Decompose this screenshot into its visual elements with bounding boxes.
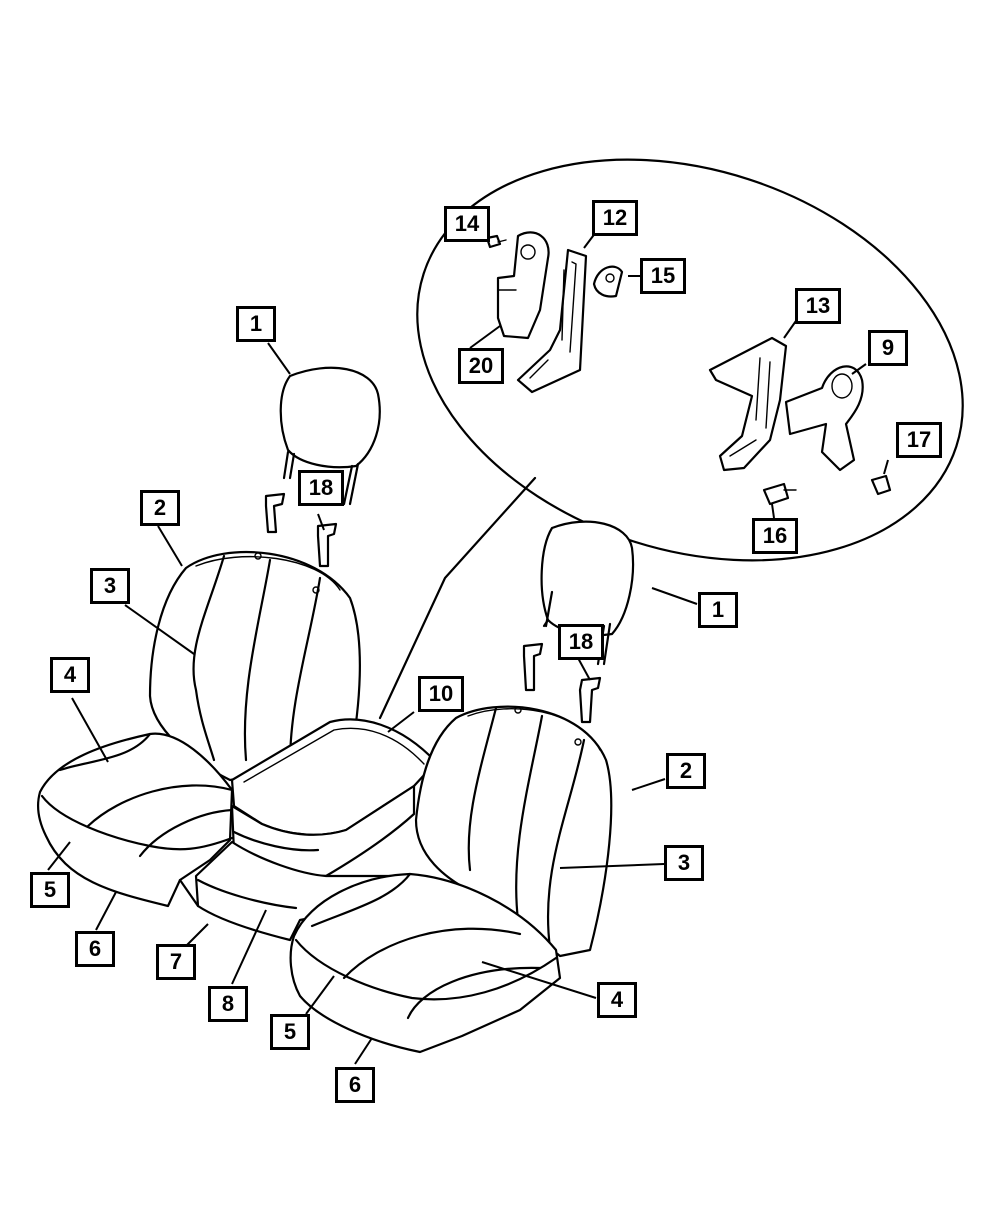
callout-3-right: 3 [664,845,704,881]
callout-15: 15 [640,258,686,294]
detail-hinge-9 [784,365,864,472]
callout-1-left: 1 [236,306,276,342]
callout-2-left: 2 [140,490,180,526]
right-seat-cushion [289,872,562,1054]
callout-14: 14 [444,206,490,242]
detail-bolt-16 [762,482,797,506]
callout-13: 13 [795,288,841,324]
detail-bolt-17 [870,474,892,496]
callout-18-left: 18 [298,470,344,506]
callout-5-right: 5 [270,1014,310,1050]
callout-1-right: 1 [698,592,738,628]
callout-8: 8 [208,986,248,1022]
detail-hinge-cover-20 [496,231,550,340]
callout-2-right: 2 [666,753,706,789]
left-headrest-guides-18 [264,492,338,568]
left-headrest [279,366,381,506]
callout-6-left: 6 [75,931,115,967]
callout-6-right: 6 [335,1067,375,1103]
detail-cap-15 [592,265,624,298]
detail-screw-14 [485,234,507,249]
left-seat-cushion [36,732,234,908]
callout-16: 16 [752,518,798,554]
right-headrest-guides-18 [522,642,602,724]
left-seat-back [148,550,361,782]
callout-9: 9 [868,330,908,366]
callout-17: 17 [896,422,942,458]
callout-5-left: 5 [30,872,70,908]
callout-3-left: 3 [90,568,130,604]
callout-10: 10 [418,676,464,712]
callout-7: 7 [156,944,196,980]
detail-ellipse [378,158,964,720]
leader-lines [47,231,889,1065]
detail-bracket-12 [516,248,588,394]
right-seat-back [414,705,613,958]
detail-bracket-13 [708,336,788,472]
callout-20: 20 [458,348,504,384]
callout-4-left: 4 [50,657,90,693]
callout-18-right: 18 [558,624,604,660]
right-headrest [540,520,635,666]
callout-12: 12 [592,200,638,236]
callout-4-right: 4 [597,982,637,1018]
